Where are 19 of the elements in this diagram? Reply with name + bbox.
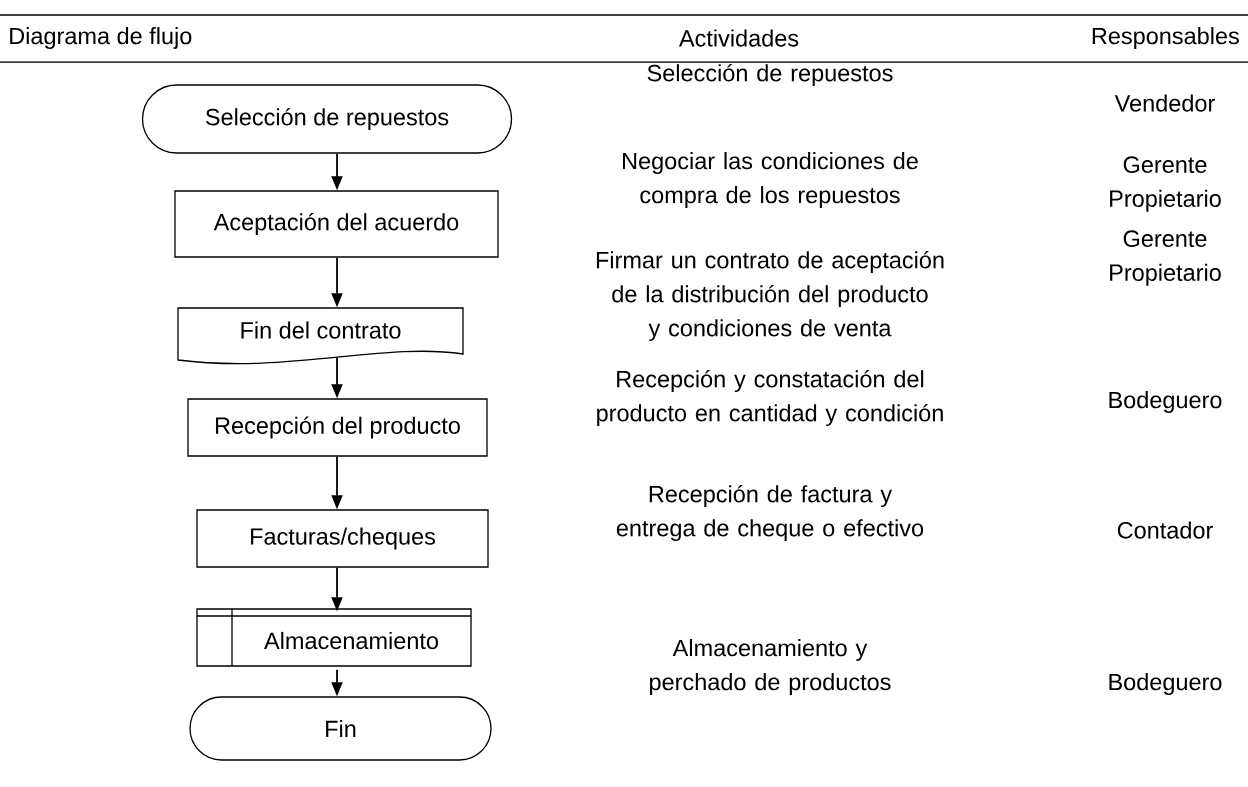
- predefined-process-box: Almacenamiento: [196, 608, 472, 667]
- responsible-text: Vendedor: [1114, 94, 1215, 112]
- responsible-text: Bodeguero: [1109, 673, 1222, 695]
- process-box: Facturas/cheques: [196, 509, 489, 568]
- activity-text: Negociar las condiciones de compra de los repuestos: [623, 152, 918, 208]
- activity-text: Recepción de factura y entrega de cheque o efectivo: [616, 484, 924, 542]
- activity-text: Selección de repuestos: [647, 63, 893, 87]
- responsible-text: Gerente Propietario: [1110, 156, 1221, 212]
- activity-text: Almacenamiento y perchado de productos: [650, 639, 891, 695]
- column-header: Actividades: [678, 29, 799, 47]
- process-box: Recepción del producto: [187, 398, 488, 457]
- responsible-text: Contador: [1117, 521, 1213, 539]
- process-box: Aceptación del acuerdo: [174, 190, 499, 258]
- column-header: Responsables: [1092, 27, 1239, 49]
- responsible-text: Bodeguero: [1109, 391, 1222, 413]
- activity-text: Recepción y constatación del producto en cantidad y condición: [597, 369, 943, 427]
- activity-text: Firmar un contrato de aceptación de la distribución del producto y condiciones de venta: [596, 250, 944, 342]
- responsible-text: Gerente Propietario: [1110, 230, 1221, 286]
- column-header: Diagrama de flujo: [10, 27, 192, 49]
